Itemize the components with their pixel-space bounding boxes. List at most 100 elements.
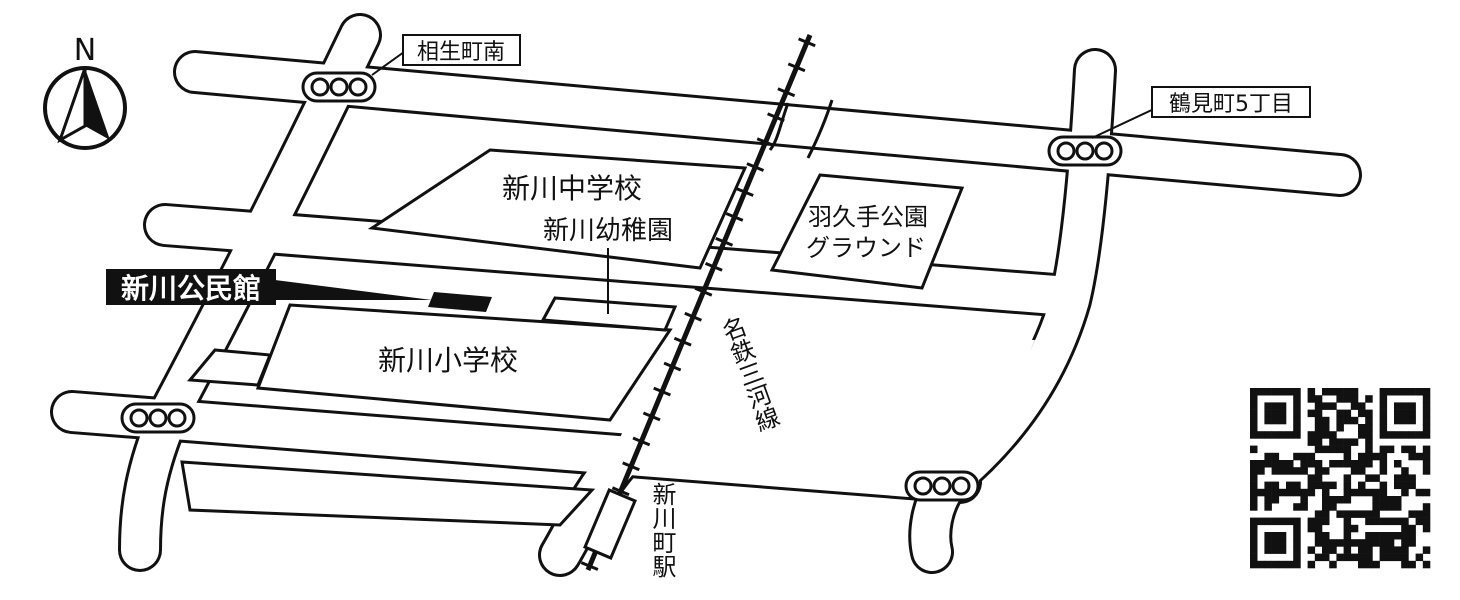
qr-module [1250, 488, 1258, 497]
qr-module [1329, 431, 1337, 439]
qr-module [1350, 388, 1359, 396]
qr-module [1343, 388, 1352, 396]
qr-module [1314, 424, 1323, 432]
qr-module [1379, 395, 1388, 403]
junior-high-block [367, 148, 748, 270]
qr-module [1372, 539, 1380, 547]
qr-module [1314, 481, 1323, 490]
qr-module [1250, 481, 1258, 490]
qr-module [1343, 553, 1352, 562]
qr-module [1264, 496, 1272, 504]
qr-module [1314, 510, 1323, 518]
rail-tie [653, 386, 671, 397]
qr-module [1365, 532, 1373, 540]
qr-module [1350, 402, 1359, 410]
qr-module [1293, 467, 1301, 475]
qr-module [1358, 409, 1366, 418]
qr-module [1343, 452, 1352, 461]
qr-module [1286, 481, 1294, 490]
qr-module [1329, 445, 1337, 454]
qr-module [1336, 539, 1344, 547]
qr-module [1271, 388, 1280, 396]
qr-module [1257, 560, 1265, 569]
qr-module [1250, 467, 1258, 475]
qr-module [1322, 510, 1330, 518]
qr-module [1336, 553, 1344, 562]
qr-module [1379, 546, 1388, 554]
qr-module [1386, 431, 1395, 439]
qr-module [1379, 402, 1388, 410]
qr-module [1293, 395, 1301, 403]
qr-module [1401, 517, 1409, 526]
qr-module [1307, 488, 1316, 497]
qr-module [1250, 532, 1258, 540]
qr-module [1271, 452, 1280, 461]
qr-module [1278, 488, 1287, 497]
qr-module [1401, 546, 1409, 554]
qr-module [1358, 539, 1366, 547]
qr-module [1257, 388, 1265, 396]
qr-module [1408, 402, 1416, 410]
qr-module [1372, 503, 1380, 511]
qr-module [1422, 395, 1431, 403]
qr-module [1365, 395, 1373, 403]
aioi-label: 相生町南 [417, 40, 505, 65]
qr-module [1322, 546, 1330, 554]
qr-module [1408, 510, 1416, 518]
qr-module [1322, 424, 1330, 432]
qr-module [1358, 488, 1366, 497]
qr-module [1293, 539, 1301, 547]
qr-module [1415, 553, 1424, 562]
qr-module [1358, 452, 1366, 461]
station-building [583, 488, 637, 560]
qr-module [1257, 431, 1265, 439]
qr-module [1278, 539, 1287, 547]
qr-module [1329, 496, 1337, 504]
qr-module [1343, 460, 1352, 468]
qr-module [1372, 510, 1380, 518]
qr-module [1307, 546, 1316, 554]
park-ground-label: グラウンド [806, 234, 926, 262]
qr-module [1343, 539, 1352, 547]
qr-module [1372, 452, 1380, 461]
qr-module [1401, 431, 1409, 439]
qr-module [1379, 488, 1388, 497]
qr-module [1386, 496, 1395, 504]
qr-module [1408, 388, 1416, 396]
qr-module [1307, 517, 1316, 526]
qr-module [1250, 424, 1258, 432]
qr-module [1358, 510, 1366, 518]
qr-module [1343, 532, 1352, 540]
qr-module [1372, 496, 1380, 504]
rail-tie [735, 187, 754, 197]
qr-module [1293, 431, 1301, 439]
qr-module [1365, 452, 1373, 461]
qr-module [1422, 517, 1431, 526]
qr-module [1314, 395, 1323, 403]
qr-module [1322, 539, 1330, 547]
qr-module [1336, 395, 1344, 403]
qr-module [1343, 445, 1352, 454]
qr-module [1386, 532, 1395, 540]
qr-module [1271, 409, 1280, 418]
north-label: N [74, 33, 96, 68]
qr-module [1314, 402, 1323, 410]
qr-module [1386, 553, 1395, 562]
qr-module [1358, 560, 1366, 569]
qr-module [1271, 431, 1280, 439]
qr-module [1358, 424, 1366, 432]
qr-module [1314, 553, 1323, 562]
qr-module [1264, 539, 1272, 547]
qr-module [1300, 488, 1308, 497]
qr-module [1350, 539, 1359, 547]
qr-module [1293, 524, 1301, 533]
qr-module [1408, 409, 1416, 418]
qr-module [1408, 560, 1416, 569]
qr-module [1408, 431, 1416, 439]
qr-module [1271, 467, 1280, 475]
qr-module [1278, 388, 1287, 396]
qr-module [1293, 481, 1301, 490]
qr-module [1401, 445, 1409, 454]
qr-module [1386, 517, 1395, 526]
rail-tie [798, 37, 816, 48]
